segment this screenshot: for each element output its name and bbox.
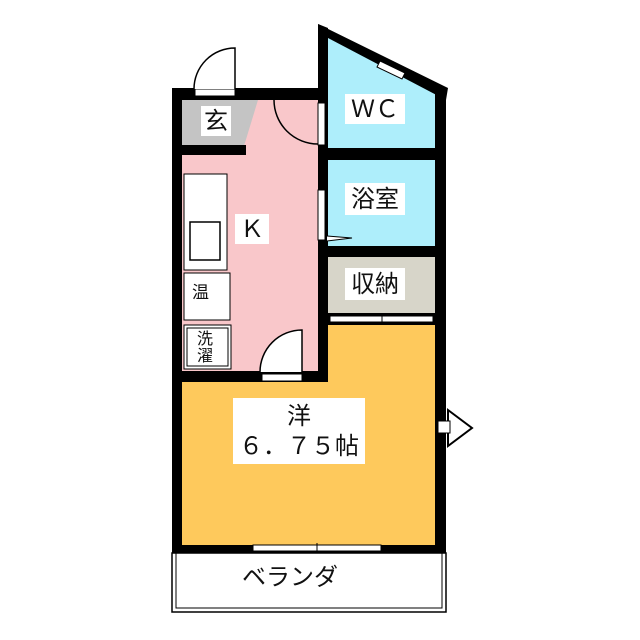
bath-label: 浴室	[345, 183, 405, 216]
storage-label: 収納	[345, 268, 405, 301]
front-door[interactable]	[193, 47, 236, 90]
bath-door-arrow	[326, 235, 353, 242]
room-door[interactable]	[259, 329, 303, 373]
wc-door[interactable]	[273, 99, 319, 145]
sink	[189, 221, 221, 261]
wc-door-opening	[317, 102, 326, 146]
water-heater-label: 温	[192, 283, 209, 303]
front-door-opening	[194, 88, 236, 97]
wc-window	[376, 60, 406, 80]
entrance-arrow-icon	[447, 408, 474, 448]
western-room-label: 洋 ６．７５帖	[233, 398, 365, 464]
kitchen-label: Ｋ	[235, 214, 269, 245]
western-room-name: 洋	[287, 402, 311, 430]
laundry-label: 洗 濯	[197, 329, 214, 365]
water-heater	[183, 272, 231, 321]
bath-door[interactable]	[317, 189, 326, 241]
room-door-opening	[261, 373, 303, 382]
balcony-label: ベランダ	[242, 563, 338, 591]
western-room-size: ６．７５帖	[239, 432, 359, 460]
balcony	[171, 552, 447, 613]
wc-label: ＷＣ	[345, 94, 405, 125]
entrance-label: 玄	[201, 106, 231, 137]
